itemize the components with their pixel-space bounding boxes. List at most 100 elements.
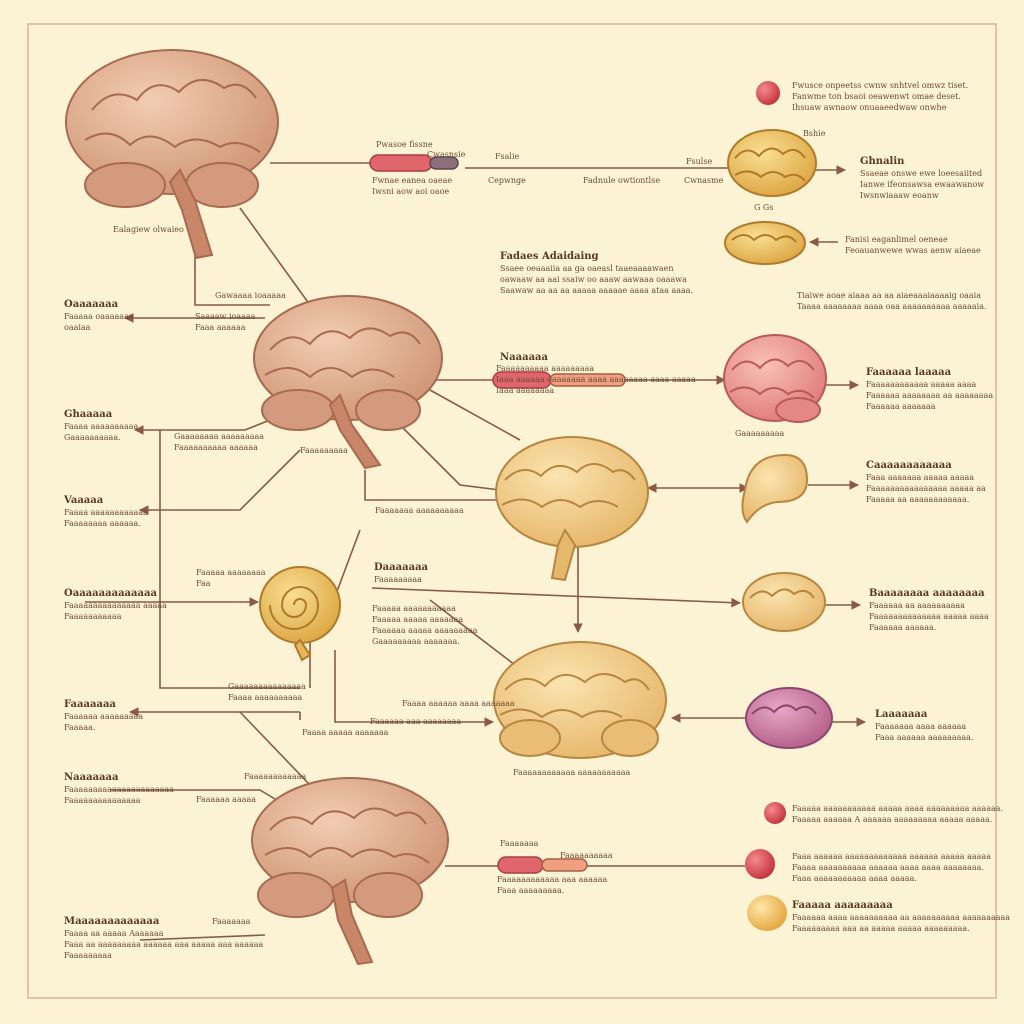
label-block: Cwnasme [684, 175, 723, 186]
label-line: oawaaw aa aai ssaiw oo aaaw aawaaa oaaaw… [500, 275, 687, 284]
label-line: G Gs [754, 203, 774, 212]
label-line: Faaaaaa aaaaaaa [866, 402, 936, 411]
label-block: Cepwnge [488, 175, 526, 186]
spiral-gold-structure [259, 566, 341, 662]
label-line: Gaaaaaaaa aaaaaaaaa [174, 432, 265, 441]
label-line: Iaaa aaaaaaaa [496, 386, 555, 395]
label-line: Ssaeae onswe ewe loeesaiited [860, 169, 983, 178]
label-line: Feoauanwewe wwas aenw aiaeae [845, 246, 981, 255]
label-line: Faaaaaa aaaaa [196, 795, 257, 804]
connector [239, 207, 311, 306]
label-line: Faaaaaa aaaaaaaaa [64, 712, 144, 721]
label-line: Gawaaaa ioaaaaa [215, 291, 286, 300]
label-block: Faaaaaaa aaaaaaaaaa [375, 505, 464, 516]
label-title: Oaaaaaaaaaaaaa [64, 588, 157, 599]
label-line: Faaaa aaaaaa aaaa aaaaaaa [402, 699, 515, 708]
label-line: Gaaaaaaaaaaaaaaa [228, 682, 306, 691]
label-line: Faaa aaaaaa aaaaaaaaa. [875, 733, 974, 742]
label-line: Faaaaa aaaaa aaaaaaa [372, 615, 464, 624]
label-line: Cwasnsie [427, 150, 466, 159]
brain-rose [723, 334, 827, 423]
label-line: Faaaa aa aaaaa Aaaaaaa [64, 929, 164, 938]
label-title: Ghnalin [860, 156, 905, 167]
connector [134, 419, 271, 435]
label-title: Oaaaaaaa [64, 299, 119, 310]
label-line: Fanisi eaganlimel oeneae [845, 235, 948, 244]
brain-cream-lower [493, 641, 667, 759]
label-block: Fsalie [495, 151, 519, 162]
label-line: Ihsuaw awnaow onuaaeedwaw onwhe [792, 103, 947, 112]
label-block: Gawaaaa ioaaaaa [215, 290, 286, 301]
brain-gold-top-right [727, 129, 817, 197]
label-title: Maaaaaaaaaaaaa [64, 916, 160, 927]
label-line: Faaaa aaaaaaaaaa aaaaaa aaaa aaaa aaaaaa… [792, 863, 984, 872]
outer-frame [27, 23, 997, 999]
label-line: Bshie [803, 129, 826, 138]
brain-cream-center [495, 436, 649, 582]
label-line: Faaa aa aaaaaaaaa aaaaaa aaa aaaaa aaa a… [64, 940, 264, 949]
label-line: Faaaaaa aaa aaaaaaaa [370, 717, 462, 726]
label-title: Naaaaaa [500, 352, 549, 363]
brain-large-bottom-left [251, 777, 449, 966]
label-line: Faaaaaaaaa [300, 446, 348, 455]
label-line: Fanwme ton bsaoi oeawenwt omae deset. [792, 92, 961, 101]
label-block: Faaaa aaaaa aaaaaaa [302, 727, 388, 738]
label-block: Faaaaaaa [500, 838, 538, 849]
label-block: Fsulse [686, 156, 712, 167]
label-title: Faaaaa aaaaaaaaa [792, 900, 893, 911]
label-block: Gaaaaaaaaa [735, 428, 784, 439]
label-line: Faaaaaaaaa aaa aa aaaaa aaaaa aaaaaaaaa. [792, 924, 970, 933]
label-line: Faaaaaaa aaaaaaaaaa [375, 506, 464, 515]
label-line: Faaaa aaaaa aaaaaaa [302, 728, 389, 737]
label-line: Faaaa aaaaaaaaaaaa [64, 508, 148, 517]
label-block: Faaaaaaaaa [300, 445, 348, 456]
label-title: Vaaaaa [64, 495, 104, 506]
label-line: Faaaaaaa [212, 917, 251, 926]
label-line: Faaaaa oaaaaaaa [64, 312, 134, 321]
label-line: Faaaaaaaaaaa [64, 612, 122, 621]
label-line: Faaaaaaa aaaa aaaaaa [875, 722, 967, 731]
label-line: Iwsni aow aoi oaoe [372, 187, 450, 196]
label-line: Faaaaaaaaaaaa aaa aaaaaa [497, 875, 608, 884]
label-line: Faaaaaaa [500, 839, 539, 848]
label-block: Faaa aaaaaa aaaaaaaaaaaaa aaaaaa aaaaa a… [792, 851, 991, 884]
label-line: Fsulse [686, 157, 713, 166]
label-line: Faaaaaa aaaaa aaaaaaaaa [372, 626, 478, 635]
capsule-top [369, 154, 459, 172]
label-line: Iaaa aaaaaa oaaaaaaa aaaa aaaaaaaa aaaa … [496, 375, 696, 384]
label-line: Faaaa aaaaaaaaaa [228, 693, 303, 702]
connector [139, 934, 266, 941]
label-line: Fsalie [495, 152, 520, 161]
label-line: Faaaaaaaaaaaaaaaaaaaaaa [64, 785, 174, 794]
label-block: Cwasnsie [427, 149, 465, 160]
label-line: Faaaaaa aaaaaa. [869, 623, 937, 632]
connector [364, 470, 500, 501]
label-line: Faaaaaaaaa [374, 575, 422, 584]
label-line: Taaaa aaaaaaaa aaaa oaa aaaaaaaaaa aaaaa… [797, 302, 987, 311]
bead-red-top [756, 81, 780, 105]
connector [139, 449, 301, 515]
label-title: Ghaaaaa [64, 409, 113, 420]
label-line: Faaaaaaaaaaaa aaaaaaaaaaa [513, 768, 631, 777]
capsule-bottom [497, 856, 588, 874]
bead-red-bottom [745, 849, 775, 879]
label-line: Tiaiwe aoae aiaaa aa aa aiaeaaaiaaaaig o… [797, 291, 982, 300]
label-line: Fwusce onpeetss cwnw snhtvel omwz tiset. [792, 81, 969, 90]
label-line: Faaaaaaaaaaaa aaaaa aaaa [866, 380, 977, 389]
label-line: Ssaee oeaaaiia aa ga oaeasl taaeaaaawaen [500, 264, 674, 273]
label-line: Faaaaaa aa aaaaaaaaaa [869, 601, 965, 610]
label-line: Fwnae eanea oaeae [372, 176, 453, 185]
label-line: Cwnasme [684, 176, 724, 185]
label-line: Faaaaaa aaaa aaaaaaaaaa aa aaaaaaaaaa aa… [792, 913, 1011, 922]
brain-cream-right [742, 572, 826, 632]
